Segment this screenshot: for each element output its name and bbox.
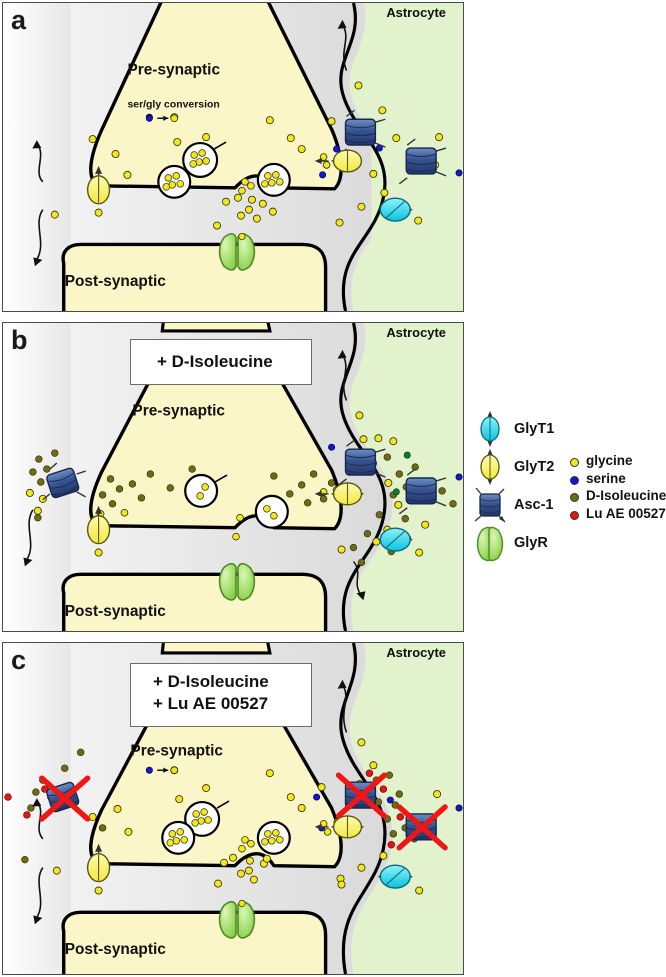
astrocyte-label-b: Astrocyte [386, 325, 446, 340]
asc1-transporter-presynaptic-blocked [335, 772, 388, 819]
legend-label-glyt2: GlyT2 [514, 459, 555, 475]
legend-row-disoleucine: D-Isoleucine [568, 488, 666, 507]
glyt1-transporter-astrocyte [378, 527, 413, 552]
panel-c-graphic: Pre-synaptic Post-synaptic Astrocyte [3, 643, 463, 974]
presynaptic-label-a: Pre-synaptic [127, 62, 220, 79]
asc1-icon [472, 486, 508, 524]
glyr-receptor [218, 232, 256, 271]
glyt2-transporter-left [86, 505, 111, 557]
asc1-transporter-left-blocked [39, 775, 91, 822]
serine-dot-icon [570, 475, 579, 485]
legend-row-serine: serine [568, 470, 666, 490]
glyt1-transporter-astrocyte [378, 197, 413, 222]
panel-a-graphic: ser/gly conversion [3, 3, 463, 311]
postsynaptic-label-a: Post-synaptic [65, 273, 167, 290]
lu-ae-00527-dot-icon [570, 510, 579, 520]
asc1-transporter-astrocyte [398, 138, 447, 185]
legend-label-asc1: Asc-1 [514, 497, 554, 513]
legend-label-glycine: glycine [586, 453, 633, 468]
block-x-icon [39, 775, 91, 822]
postsynaptic-label-c: Post-synaptic [65, 941, 167, 958]
figure-legend: GlyT1 GlyT2 [470, 410, 666, 575]
asc1-transporter-astrocyte [398, 468, 447, 515]
treatment-line: + D-Isoleucine [157, 352, 273, 371]
legend-row-asc1: Asc-1 [470, 486, 580, 524]
legend-row-glyt1: GlyT1 [470, 410, 580, 448]
legend-row-glycine: glycine [568, 453, 666, 472]
glyt2-transporter-presynaptic [331, 149, 363, 173]
glycine-dot-icon [570, 458, 579, 467]
presynaptic-label-c: Pre-synaptic [130, 742, 223, 759]
glyt2-transporter-presynaptic [331, 482, 364, 506]
block-x-icon [335, 772, 388, 819]
legend-row-glyr: GlyR [470, 524, 580, 562]
legend-transporters: GlyT1 GlyT2 [470, 410, 580, 562]
astrocyte-label-a: Astrocyte [386, 5, 446, 20]
glyt2-icon [472, 448, 508, 486]
panel-c-letter: c [11, 645, 27, 675]
asc1-transporter-astrocyte-blocked [396, 804, 448, 851]
legend-label-luae: Lu AE 00527 [586, 505, 666, 521]
legend-molecules: glycine serine D-Isoleucine Lu AE 00527 [568, 453, 666, 525]
legend-row-luae: Lu AE 00527 [568, 505, 666, 525]
legend-label-disoleucine: D-Isoleucine [586, 488, 666, 503]
glyt1-transporter-astrocyte [378, 864, 413, 889]
legend-label-glyr: GlyR [514, 535, 548, 551]
panel-c: c [2, 642, 464, 975]
glyt2-transporter-left [86, 843, 111, 895]
d-isoleucine-dot-icon [570, 493, 579, 502]
glyt1-icon [472, 410, 508, 448]
glyr-icon [472, 524, 508, 562]
legend-label-serine: serine [586, 470, 626, 486]
asc1-transporter-presynaptic [338, 439, 386, 486]
panel-b-letter: b [11, 325, 28, 355]
ser-gly-conversion-label: ser/gly conversion [127, 99, 219, 110]
glyr-receptor [218, 562, 256, 601]
panel-a-letter: a [11, 5, 27, 35]
block-x-icon [396, 804, 448, 851]
legend-label-glyt1: GlyT1 [514, 421, 555, 437]
glyt2-transporter-presynaptic [331, 815, 364, 839]
treatment-tag-c: + D-Isoleucine + Lu AE 00527 [130, 663, 312, 727]
treatment-tag-b: + D-Isoleucine [130, 339, 312, 385]
postsynaptic-label-b: Post-synaptic [65, 603, 167, 620]
glyr-receptor [218, 899, 256, 939]
legend-row-glyt2: GlyT2 [470, 448, 580, 486]
asc1-transporter-left [42, 462, 86, 501]
astrocyte-label-c: Astrocyte [386, 645, 446, 660]
treatment-line: + Lu AE 00527 [153, 694, 269, 714]
glyt2-transporter-left [86, 165, 111, 217]
panel-a: a [2, 2, 464, 312]
treatment-line: + D-Isoleucine [153, 672, 269, 691]
presynaptic-label-b: Pre-synaptic [132, 402, 225, 419]
